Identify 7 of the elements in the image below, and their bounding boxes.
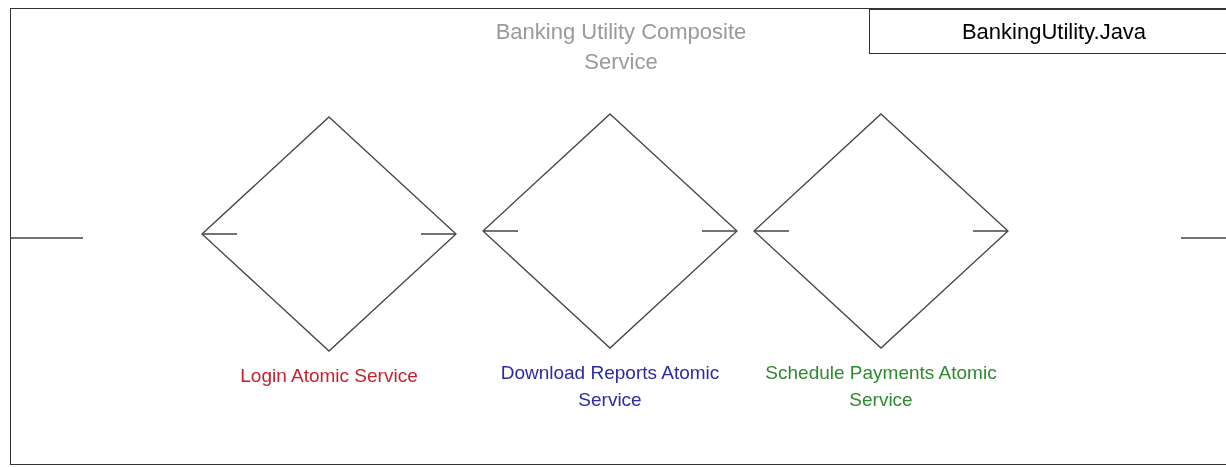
composite-service-frame bbox=[10, 8, 1226, 465]
service-caption: Download Reports Atomic Service bbox=[499, 361, 721, 412]
file-name: BankingUtility.Java bbox=[961, 18, 1147, 46]
service-caption: Schedule Payments Atomic Service bbox=[764, 361, 998, 412]
service-caption: Login Atomic Service bbox=[239, 364, 419, 388]
composite-service-title: Banking Utility Composite Service bbox=[494, 18, 748, 76]
file-name-box bbox=[869, 9, 1226, 54]
